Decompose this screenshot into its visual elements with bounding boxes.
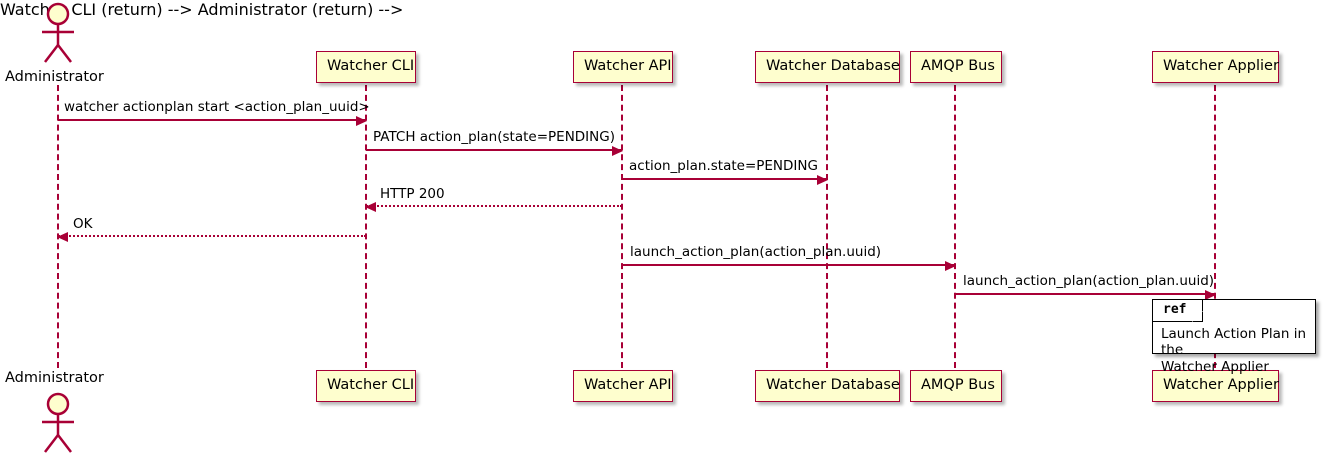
participant-watcher-applier-bottom[interactable]: Watcher Applier xyxy=(1152,370,1279,402)
message-arrow-2 xyxy=(622,175,828,185)
message-arrow-5 xyxy=(622,261,956,271)
actor-label-administrator-top: Administrator xyxy=(5,69,104,85)
arrowhead-right-icon xyxy=(945,261,956,271)
ref-fragment-line-2: Watcher Applier xyxy=(1161,358,1269,375)
arrowhead-right-icon xyxy=(1205,290,1216,300)
lifeline-watcher-cli xyxy=(365,85,367,368)
arrowhead-left-icon xyxy=(365,202,376,212)
participant-amqp-bus-top[interactable]: AMQP Bus xyxy=(910,51,1002,83)
message-label-4: OK xyxy=(73,216,93,232)
arrowhead-left-icon xyxy=(57,232,68,242)
arrowhead-right-icon xyxy=(612,146,623,156)
actor-administrator-top xyxy=(28,2,88,68)
lifeline-watcher-applier xyxy=(1214,85,1216,368)
lifeline-watcher-database xyxy=(826,85,828,368)
participant-watcher-applier-top[interactable]: Watcher Applier xyxy=(1152,51,1279,83)
lifeline-administrator xyxy=(57,85,59,368)
message-label-5: launch_action_plan(action_plan.uuid) xyxy=(630,244,882,260)
ref-fragment-tag: ref xyxy=(1153,300,1204,323)
arrowhead-right-icon xyxy=(356,116,367,126)
message-arrow-3 xyxy=(365,202,622,212)
message-arrow-0 xyxy=(58,116,367,126)
lifeline-watcher-api xyxy=(621,85,623,368)
message-label-3: HTTP 200 xyxy=(380,186,445,202)
message-arrow-1 xyxy=(366,146,623,156)
lifeline-amqp-bus xyxy=(954,85,956,368)
participant-watcher-cli-bottom[interactable]: Watcher CLI xyxy=(316,370,416,402)
message-label-6: launch_action_plan(action_plan.uuid) xyxy=(963,273,1215,289)
participant-watcher-database-bottom[interactable]: Watcher Database xyxy=(755,370,900,402)
participant-watcher-api-top[interactable]: Watcher API xyxy=(573,51,673,83)
message-label-1: PATCH action_plan(state=PENDING) xyxy=(373,129,615,145)
actor-label-administrator-bottom: Administrator xyxy=(5,370,104,386)
participant-watcher-api-bottom[interactable]: Watcher API xyxy=(573,370,673,402)
ref-fragment-line-1: Launch Action Plan in the xyxy=(1161,326,1307,359)
message-arrow-6 xyxy=(955,290,1216,300)
message-arrow-4 xyxy=(57,232,366,242)
participant-amqp-bus-bottom[interactable]: AMQP Bus xyxy=(910,370,1002,402)
participant-watcher-cli-top[interactable]: Watcher CLI xyxy=(316,51,416,83)
participant-watcher-database-top[interactable]: Watcher Database xyxy=(755,51,900,83)
ref-fragment-text: Launch Action Plan in the Watcher Applie… xyxy=(1161,326,1319,375)
actor-administrator-bottom xyxy=(28,392,88,456)
arrowhead-right-icon xyxy=(817,175,828,185)
actor-icon xyxy=(42,2,74,63)
message-label-2: action_plan.state=PENDING xyxy=(629,158,818,174)
ref-fragment: ref Launch Action Plan in the Watcher Ap… xyxy=(1152,299,1316,375)
actor-icon xyxy=(42,392,74,453)
message-label-0: watcher actionplan start <action_plan_uu… xyxy=(64,99,370,115)
